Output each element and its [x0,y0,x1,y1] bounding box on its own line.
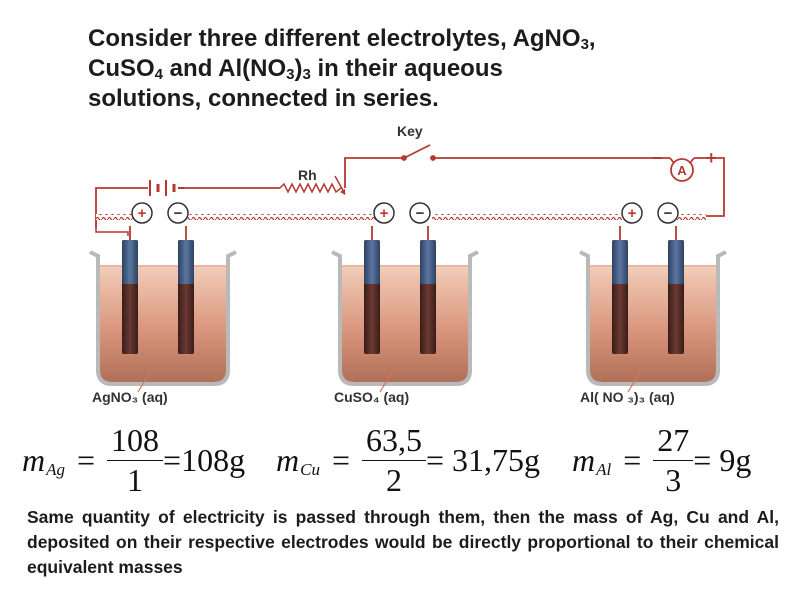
electrolysis-circuit-diagram: Rh Key A − + + − AgNO₃ (aq) + − CuSO₄ (aq) + − A… [89,123,727,405]
cell-silver-nitrate: + − AgNO₃ (aq) [89,202,237,405]
positive-terminal-icon: + [373,202,395,224]
rheostat-icon [279,175,346,195]
negative-terminal-icon: − [167,202,189,224]
positive-terminal-icon: + [131,202,153,224]
anode-electrode [612,226,628,354]
cell-copper-sulfate: + − CuSO₄ (aq) [331,202,479,405]
beaker [89,250,237,386]
svg-text:−: − [664,205,673,222]
electrolyte-solution [342,266,468,382]
key-switch-icon [401,144,436,161]
positive-terminal-icon: + [621,202,643,224]
rheostat-label: Rh [298,167,317,183]
beaker [331,250,479,386]
cathode-electrode [668,226,684,354]
anode-electrode [364,226,380,354]
negative-terminal-icon: − [409,202,431,224]
ammeter-positive-sign: + [706,148,717,168]
cell-label: AgNO₃ (aq) [92,389,168,405]
beaker [579,250,727,386]
explanation-text: Same quantity of electricity is passed t… [27,507,779,577]
key-label: Key [397,123,423,139]
circuit-wire [95,157,725,228]
electrolyte-solution [590,266,716,382]
svg-text:+: + [628,205,637,222]
ammeter-negative-sign: − [652,148,663,168]
svg-text:+: + [138,205,147,222]
ammeter-icon: A [670,158,694,182]
page-title: Consider three different electrolytes, A… [88,25,596,112]
svg-text:−: − [416,205,425,222]
battery-icon [149,180,184,196]
ammeter-label: A [677,163,687,178]
negative-terminal-icon: − [657,202,679,224]
svg-text:+: + [380,205,389,222]
connector-wires [95,214,706,236]
svg-text:−: − [174,205,183,222]
cell-aluminium-nitrate: + − Al( NO ₃)₃ (aq) [579,202,727,405]
electrolyte-solution [100,266,226,382]
cathode-electrode [178,226,194,354]
cell-label: Al( NO ₃)₃ (aq) [580,389,675,405]
anode-electrode [122,226,138,354]
cell-label: CuSO₄ (aq) [334,389,409,405]
cathode-electrode [420,226,436,354]
